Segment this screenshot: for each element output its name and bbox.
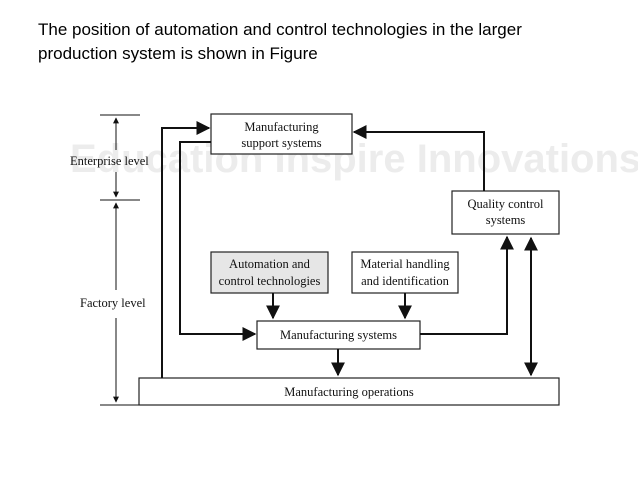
quality-to-support-arrow xyxy=(352,125,485,191)
manufacturing-operations-box: Manufacturing operations xyxy=(138,377,560,406)
ops-to-support-arrow xyxy=(161,121,211,378)
watermark-text: Education Inspire Innovations xyxy=(70,137,638,181)
quality-box-line-1: Quality control xyxy=(467,197,544,211)
automation-control-technologies-box: Automation and control technologies xyxy=(210,251,329,294)
operations-box-label: Manufacturing operations xyxy=(284,385,414,399)
material-box-line-1: Material handling xyxy=(360,257,450,271)
quality-box-line-2: systems xyxy=(486,213,526,227)
material-box-line-2: and identification xyxy=(361,274,450,288)
caption: The position of automation and control t… xyxy=(38,18,628,66)
systems-box-label: Manufacturing systems xyxy=(280,328,397,342)
support-box-line-1: Manufacturing xyxy=(244,120,319,134)
automation-box-line-2: control technologies xyxy=(219,274,321,288)
manufacturing-systems-box: Manufacturing systems xyxy=(256,320,421,350)
automation-box-line-1: Automation and xyxy=(229,257,311,271)
material-handling-box: Material handling and identification xyxy=(351,251,459,294)
support-box-line-2: support systems xyxy=(241,136,321,150)
support-to-systems-arrow xyxy=(179,141,257,341)
enterprise-level-label: Enterprise level xyxy=(70,154,149,168)
level-bracket xyxy=(100,114,140,406)
quality-control-systems-box: Quality control systems xyxy=(451,190,560,235)
factory-level-label: Factory level xyxy=(80,296,146,310)
connectors xyxy=(161,121,538,378)
caption-line-2: production system is shown in Figure xyxy=(38,44,318,63)
caption-line-1: The position of automation and control t… xyxy=(38,20,522,39)
systems-to-quality-arrow xyxy=(420,235,514,335)
manufacturing-support-systems-box: Manufacturing support systems xyxy=(210,113,353,155)
